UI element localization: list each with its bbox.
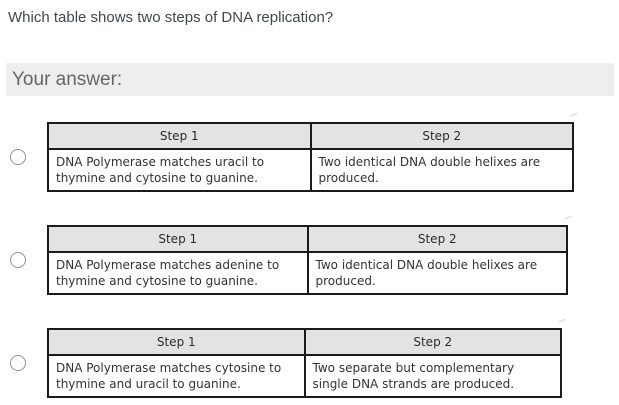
answer-option-2[interactable]: Step 1 Step 2 DNA Polymerase matches ade… <box>0 215 619 295</box>
artifact-mark <box>570 112 579 120</box>
step2-cell: Two identical DNA double helixes are pro… <box>306 251 568 295</box>
answer-option-1[interactable]: Step 1 Step 2 DNA Polymerase matches ura… <box>0 112 619 192</box>
step1-header: Step 1 <box>47 328 306 356</box>
step1-header: Step 1 <box>47 122 312 150</box>
option-3-radio[interactable] <box>10 355 26 371</box>
your-answer-label: Your answer: <box>12 68 123 90</box>
step1-cell: DNA Polymerase matches adenine to thymin… <box>47 251 309 295</box>
option-2-radio[interactable] <box>10 252 26 268</box>
question-text: Which table shows two steps of DNA repli… <box>8 9 334 26</box>
step2-header: Step 2 <box>309 122 574 150</box>
option-1-table: Step 1 Step 2 DNA Polymerase matches ura… <box>47 112 579 192</box>
table-row: DNA Polymerase matches cytosine to thymi… <box>47 354 562 398</box>
table-row: DNA Polymerase matches uracil to thymine… <box>47 148 574 192</box>
step2-cell: Two identical DNA double helixes are pro… <box>309 148 574 192</box>
step2-header: Step 2 <box>306 225 568 253</box>
option-2-table: Step 1 Step 2 DNA Polymerase matches ade… <box>47 215 573 295</box>
step1-cell: DNA Polymerase matches uracil to thymine… <box>47 148 312 192</box>
artifact-mark <box>558 318 567 326</box>
option-3-table: Step 1 Step 2 DNA Polymerase matches cyt… <box>47 318 567 398</box>
table-row: DNA Polymerase matches adenine to thymin… <box>47 251 568 295</box>
artifact-mark <box>564 215 573 223</box>
answer-option-3[interactable]: Step 1 Step 2 DNA Polymerase matches cyt… <box>0 318 619 398</box>
answer-options: Step 1 Step 2 DNA Polymerase matches ura… <box>0 112 619 398</box>
option-1-radio[interactable] <box>10 149 26 165</box>
step1-cell: DNA Polymerase matches cytosine to thymi… <box>47 354 306 398</box>
step1-header: Step 1 <box>47 225 309 253</box>
step2-header: Step 2 <box>303 328 562 356</box>
your-answer-banner: Your answer: <box>6 63 614 96</box>
step2-cell: Two separate but complementary single DN… <box>303 354 562 398</box>
